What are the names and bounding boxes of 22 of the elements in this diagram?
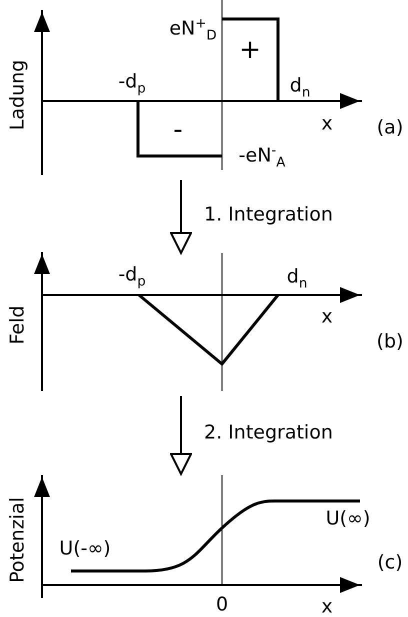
arrow <box>170 396 192 475</box>
value-label: U(-∞) <box>59 540 111 558</box>
axis-label: x <box>321 114 333 134</box>
arrow <box>170 180 192 254</box>
axis-label: x <box>321 308 333 326</box>
sign-label: + <box>239 37 261 63</box>
sign-label: - <box>173 117 183 143</box>
tick-label: d$_{n}$ <box>290 76 310 100</box>
panel-label: (b) <box>376 332 404 352</box>
value-label: U(∞) <box>326 510 370 528</box>
panel-label: (a) <box>376 118 404 138</box>
axis-label: Feld <box>8 306 28 344</box>
axis-label: Potenzial <box>8 497 28 583</box>
axis-label: x <box>321 598 333 616</box>
tick-label: 0 <box>216 596 228 614</box>
edge-label: 1. Integration <box>204 205 333 224</box>
tick-label: -d$_{p}$ <box>118 265 146 289</box>
tick-label: d$_{n}$ <box>286 267 308 291</box>
edge-label: 2. Integration <box>204 424 333 442</box>
tick-label: -d$_{p}$ <box>118 72 146 96</box>
axis-label: Ladung <box>8 60 28 130</box>
panel-label: (c) <box>377 554 403 572</box>
